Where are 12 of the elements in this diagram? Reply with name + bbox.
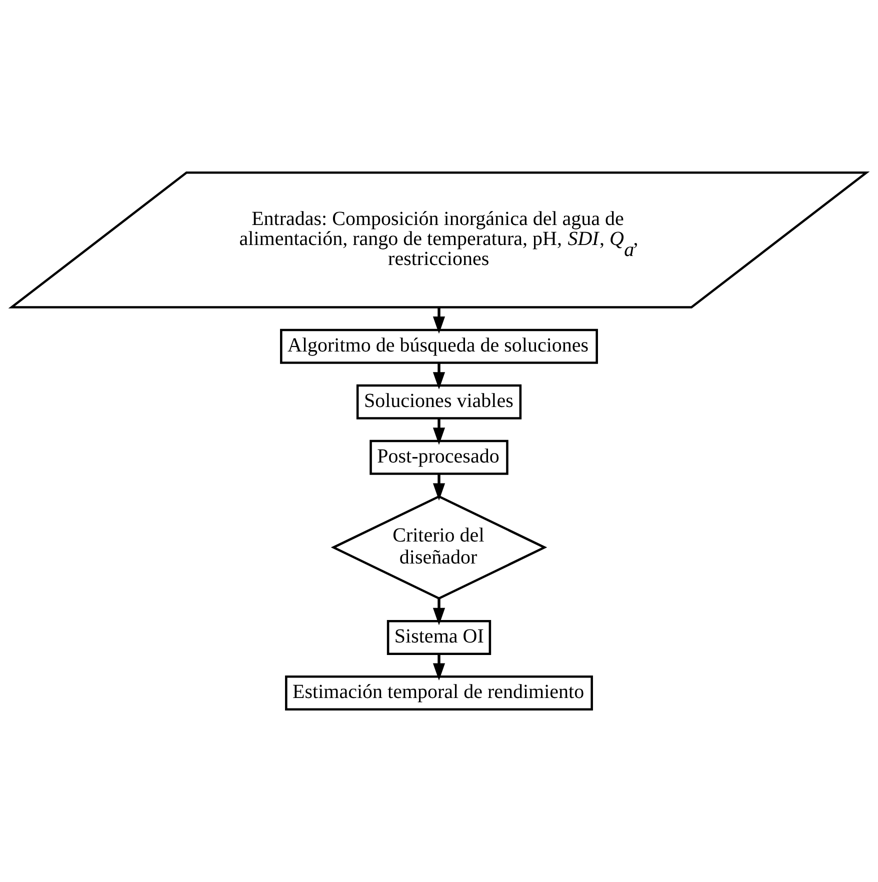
arrow <box>432 598 446 626</box>
node-box: Estimación temporal de rendimiento <box>285 675 593 710</box>
node-diamond: Criterio del diseñador <box>330 495 548 600</box>
arrow <box>432 362 446 390</box>
node-box: Post-procesado <box>370 440 508 475</box>
arrow <box>432 474 446 501</box>
arrow <box>432 307 446 334</box>
node-box: Algoritmo de búsqueda de soluciones <box>280 328 598 364</box>
node-box: Sistema OI <box>386 620 492 655</box>
node-box: Soluciones viables <box>356 384 522 420</box>
arrow <box>432 654 446 681</box>
arrow <box>432 418 446 445</box>
